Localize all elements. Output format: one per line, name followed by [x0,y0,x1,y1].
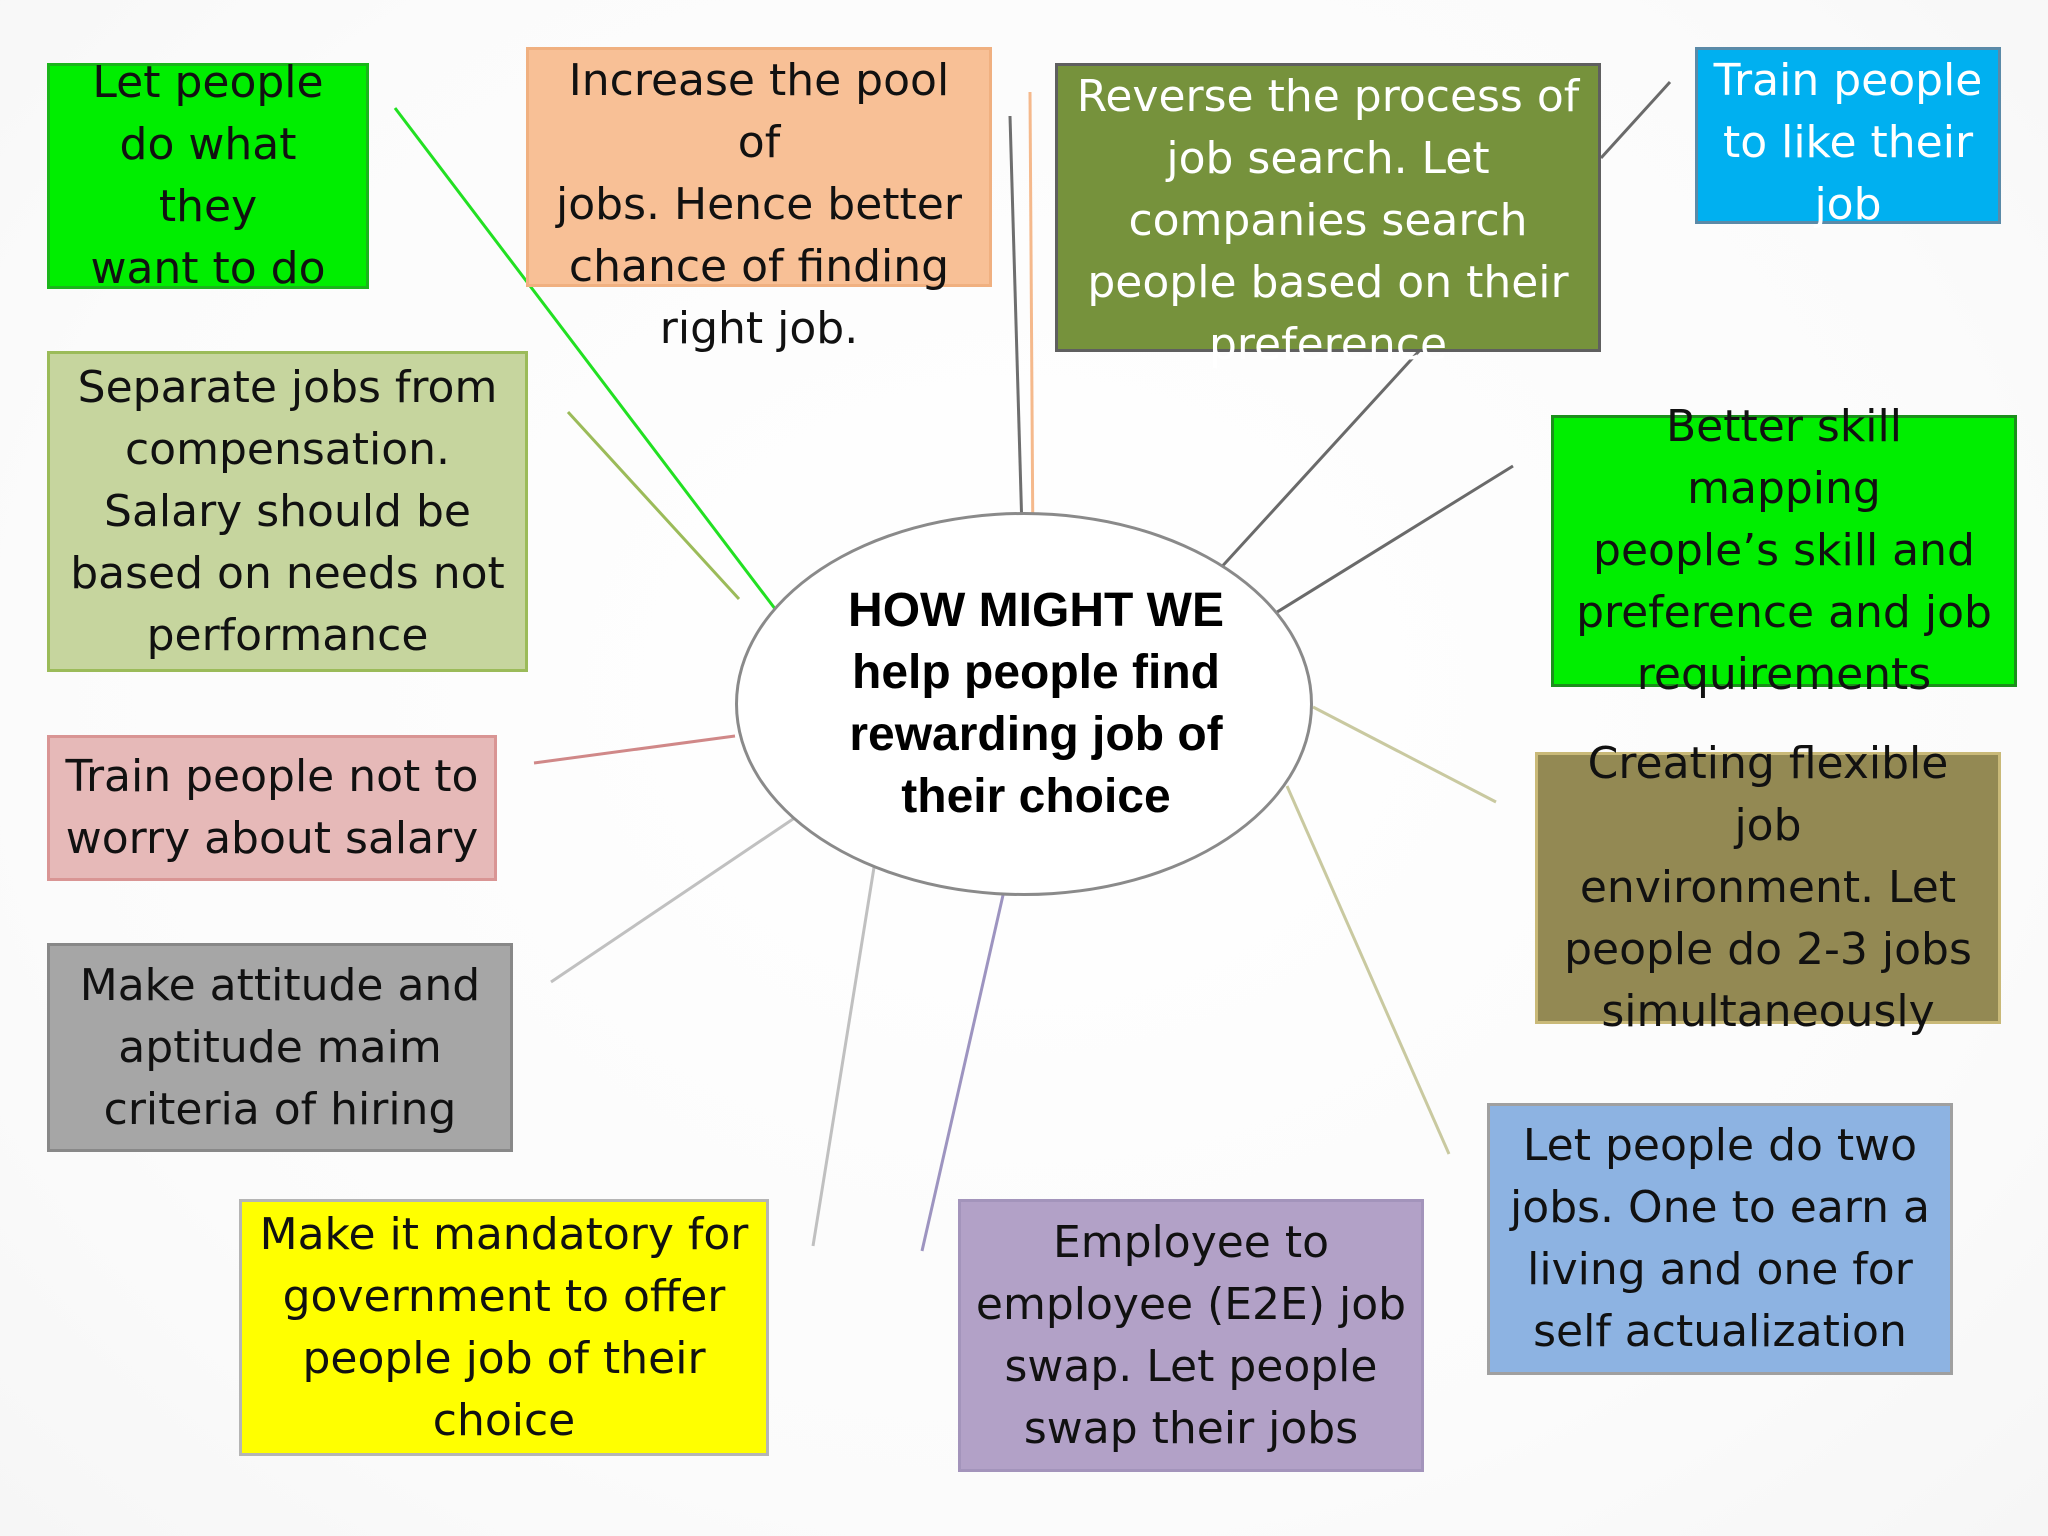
idea-line: want to do [90,243,326,294]
idea-line: Separate jobs from [77,361,498,413]
idea-text: Separate jobs from compensation. Salary … [70,357,505,667]
idea-line: people’s skill and [1593,525,1975,576]
idea-box-flexible-environment: Creating flexible job environment. Let p… [1535,738,2001,1037]
connector-pool-orange [1028,91,1035,559]
idea-text: Better skill mapping people’s skill and … [1568,396,2000,706]
idea-line: Let people do two [1522,1120,1918,1171]
central-question-ellipse: HOW MIGHT WE help people find rewarding … [735,512,1313,896]
idea-line: living and one for [1527,1244,1913,1295]
central-question-title: HOW MIGHT WE help people find rewarding … [816,580,1256,828]
connector-not-worry [533,734,736,765]
connector-mandatory [811,854,878,1247]
idea-line: worry about salary [65,813,479,864]
idea-box-do-what: Let people do what they want to do [47,57,369,294]
idea-text: Train people to like their job [1714,50,1983,236]
idea-line: do what they [119,119,297,232]
idea-box-attitude-aptitude: Make attitude and aptitude maim criteria… [47,943,513,1152]
idea-line: job [1814,179,1882,230]
idea-box-job-pool: Increase the pool of jobs. Hence better … [526,47,992,354]
idea-text: Let people do two jobs. One to earn a li… [1510,1115,1930,1363]
idea-line: jobs. Hence better [556,179,962,230]
idea-line: people do 2-3 jobs [1564,924,1972,975]
connector-two-jobs [1285,785,1451,1155]
idea-text: Reverse the process of job search. Let c… [1077,66,1580,376]
idea-line: people job of their [302,1332,706,1384]
idea-box-two-jobs: Let people do two jobs. One to earn a li… [1487,1103,1953,1375]
idea-line: Reverse the process of [1076,71,1580,122]
idea-line: based on needs not [70,547,505,599]
central-question-line: help people find [852,646,1220,699]
central-question-line: their choice [901,770,1171,823]
idea-line: Make attitude and [79,959,481,1011]
connector-flexible [1312,705,1497,804]
connector-pool-gray [1008,115,1024,531]
idea-line: preference and job [1576,587,1992,638]
central-question-line: HOW MIGHT WE [848,584,1224,637]
idea-box-not-worry-salary: Train people not to worry about salary [47,735,497,881]
idea-line: to like their [1722,117,1974,168]
idea-text: Make it mandatory for government to offe… [260,1204,749,1452]
idea-line: government to offer [282,1270,726,1322]
idea-line: aptitude maim [118,1021,442,1073]
idea-line: Creating flexible job [1587,738,1949,851]
idea-line: Salary should be [104,485,471,537]
connector-skill [1260,464,1514,624]
idea-line: choice [432,1394,576,1446]
idea-text: Train people not to worry about salary [66,746,479,870]
idea-box-separate-compensation: Separate jobs from compensation. Salary … [47,351,528,672]
idea-line: people based on their [1087,257,1569,308]
idea-line: environment. Let [1579,862,1957,913]
idea-line: Employee to [1052,1216,1330,1268]
idea-line: companies search [1128,195,1528,246]
idea-line: right job. [659,303,859,354]
idea-line: requirements [1636,649,1932,700]
connector-do-what [393,107,784,619]
idea-line: Make it mandatory for [259,1208,749,1260]
idea-line: jobs. One to earn a [1510,1182,1930,1233]
idea-line: chance of finding [568,241,950,292]
idea-line: performance [146,609,429,661]
idea-box-skill-mapping: Better skill mapping people’s skill and … [1551,401,2017,700]
idea-text: Employee to employee (E2E) job swap. Let… [976,1212,1406,1460]
idea-line: Let people [92,57,324,108]
central-question-line: rewarding job of [849,708,1223,761]
idea-line: job search. Let [1166,133,1490,184]
connector-e2e [920,881,1008,1252]
idea-line: preference [1208,319,1448,370]
idea-line: compensation. [124,423,450,475]
connector-separate [566,410,741,601]
idea-box-government-mandate: Make it mandatory for government to offe… [239,1199,769,1456]
idea-line: Train people [1713,55,1983,106]
idea-text: Make attitude and aptitude maim criteria… [80,955,481,1141]
idea-line: criteria of hiring [103,1083,457,1135]
idea-line: Better skill mapping [1666,401,1902,514]
idea-box-reverse-search: Reverse the process of job search. Let c… [1055,63,1601,370]
idea-line: swap. Let people [1004,1340,1378,1392]
idea-box-train-to-like: Train people to like their job [1695,47,2001,230]
idea-line: employee (E2E) job [975,1278,1407,1330]
idea-line: self actualization [1533,1306,1907,1357]
idea-line: Train people not to [65,751,479,802]
idea-line: simultaneously [1601,986,1935,1037]
idea-text: Let people do what they want to do [64,52,352,300]
connector-train-like [1599,80,1672,160]
connector-attitude [550,813,800,984]
idea-line: Increase the pool of [568,55,950,168]
idea-text: Increase the pool of jobs. Hence better … [543,50,975,360]
idea-text: Creating flexible job environment. Let p… [1552,733,1984,1043]
idea-line: swap their jobs [1023,1402,1359,1454]
connector-reverse [1215,348,1422,574]
idea-box-e2e-swap: Employee to employee (E2E) job swap. Let… [958,1199,1424,1472]
